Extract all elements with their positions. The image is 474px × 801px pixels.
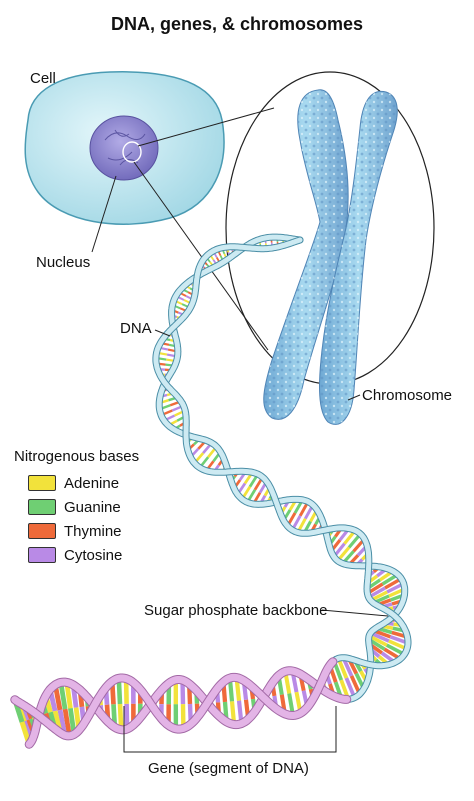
cell-label: Cell	[30, 70, 56, 88]
thymine-swatch	[28, 523, 56, 539]
legend-item-adenine: Adenine	[14, 471, 139, 495]
dna-label: DNA	[120, 320, 152, 338]
chromosome-label: Chromosome	[362, 387, 452, 405]
guanine-swatch	[28, 499, 56, 515]
legend-item-guanine: Guanine	[14, 495, 139, 519]
cytosine-label: Cytosine	[64, 547, 122, 564]
guanine-label: Guanine	[64, 499, 121, 516]
nucleus-label: Nucleus	[36, 254, 90, 272]
chromosome	[264, 90, 398, 425]
backbone-label: Sugar phosphate backbone	[144, 602, 327, 620]
legend-item-cytosine: Cytosine	[14, 543, 139, 567]
adenine-label: Adenine	[64, 475, 119, 492]
adenine-swatch	[28, 475, 56, 491]
diagram-title: DNA, genes, & chromosomes	[0, 14, 474, 35]
legend-title: Nitrogenous bases	[14, 448, 139, 465]
gene-label: Gene (segment of DNA)	[148, 760, 309, 778]
legend-item-thymine: Thymine	[14, 519, 139, 543]
backbone-pointer	[322, 610, 388, 616]
thymine-label: Thymine	[64, 523, 122, 540]
cytosine-swatch	[28, 547, 56, 563]
bases-legend: Nitrogenous bases Adenine Guanine Thymin…	[14, 448, 139, 567]
